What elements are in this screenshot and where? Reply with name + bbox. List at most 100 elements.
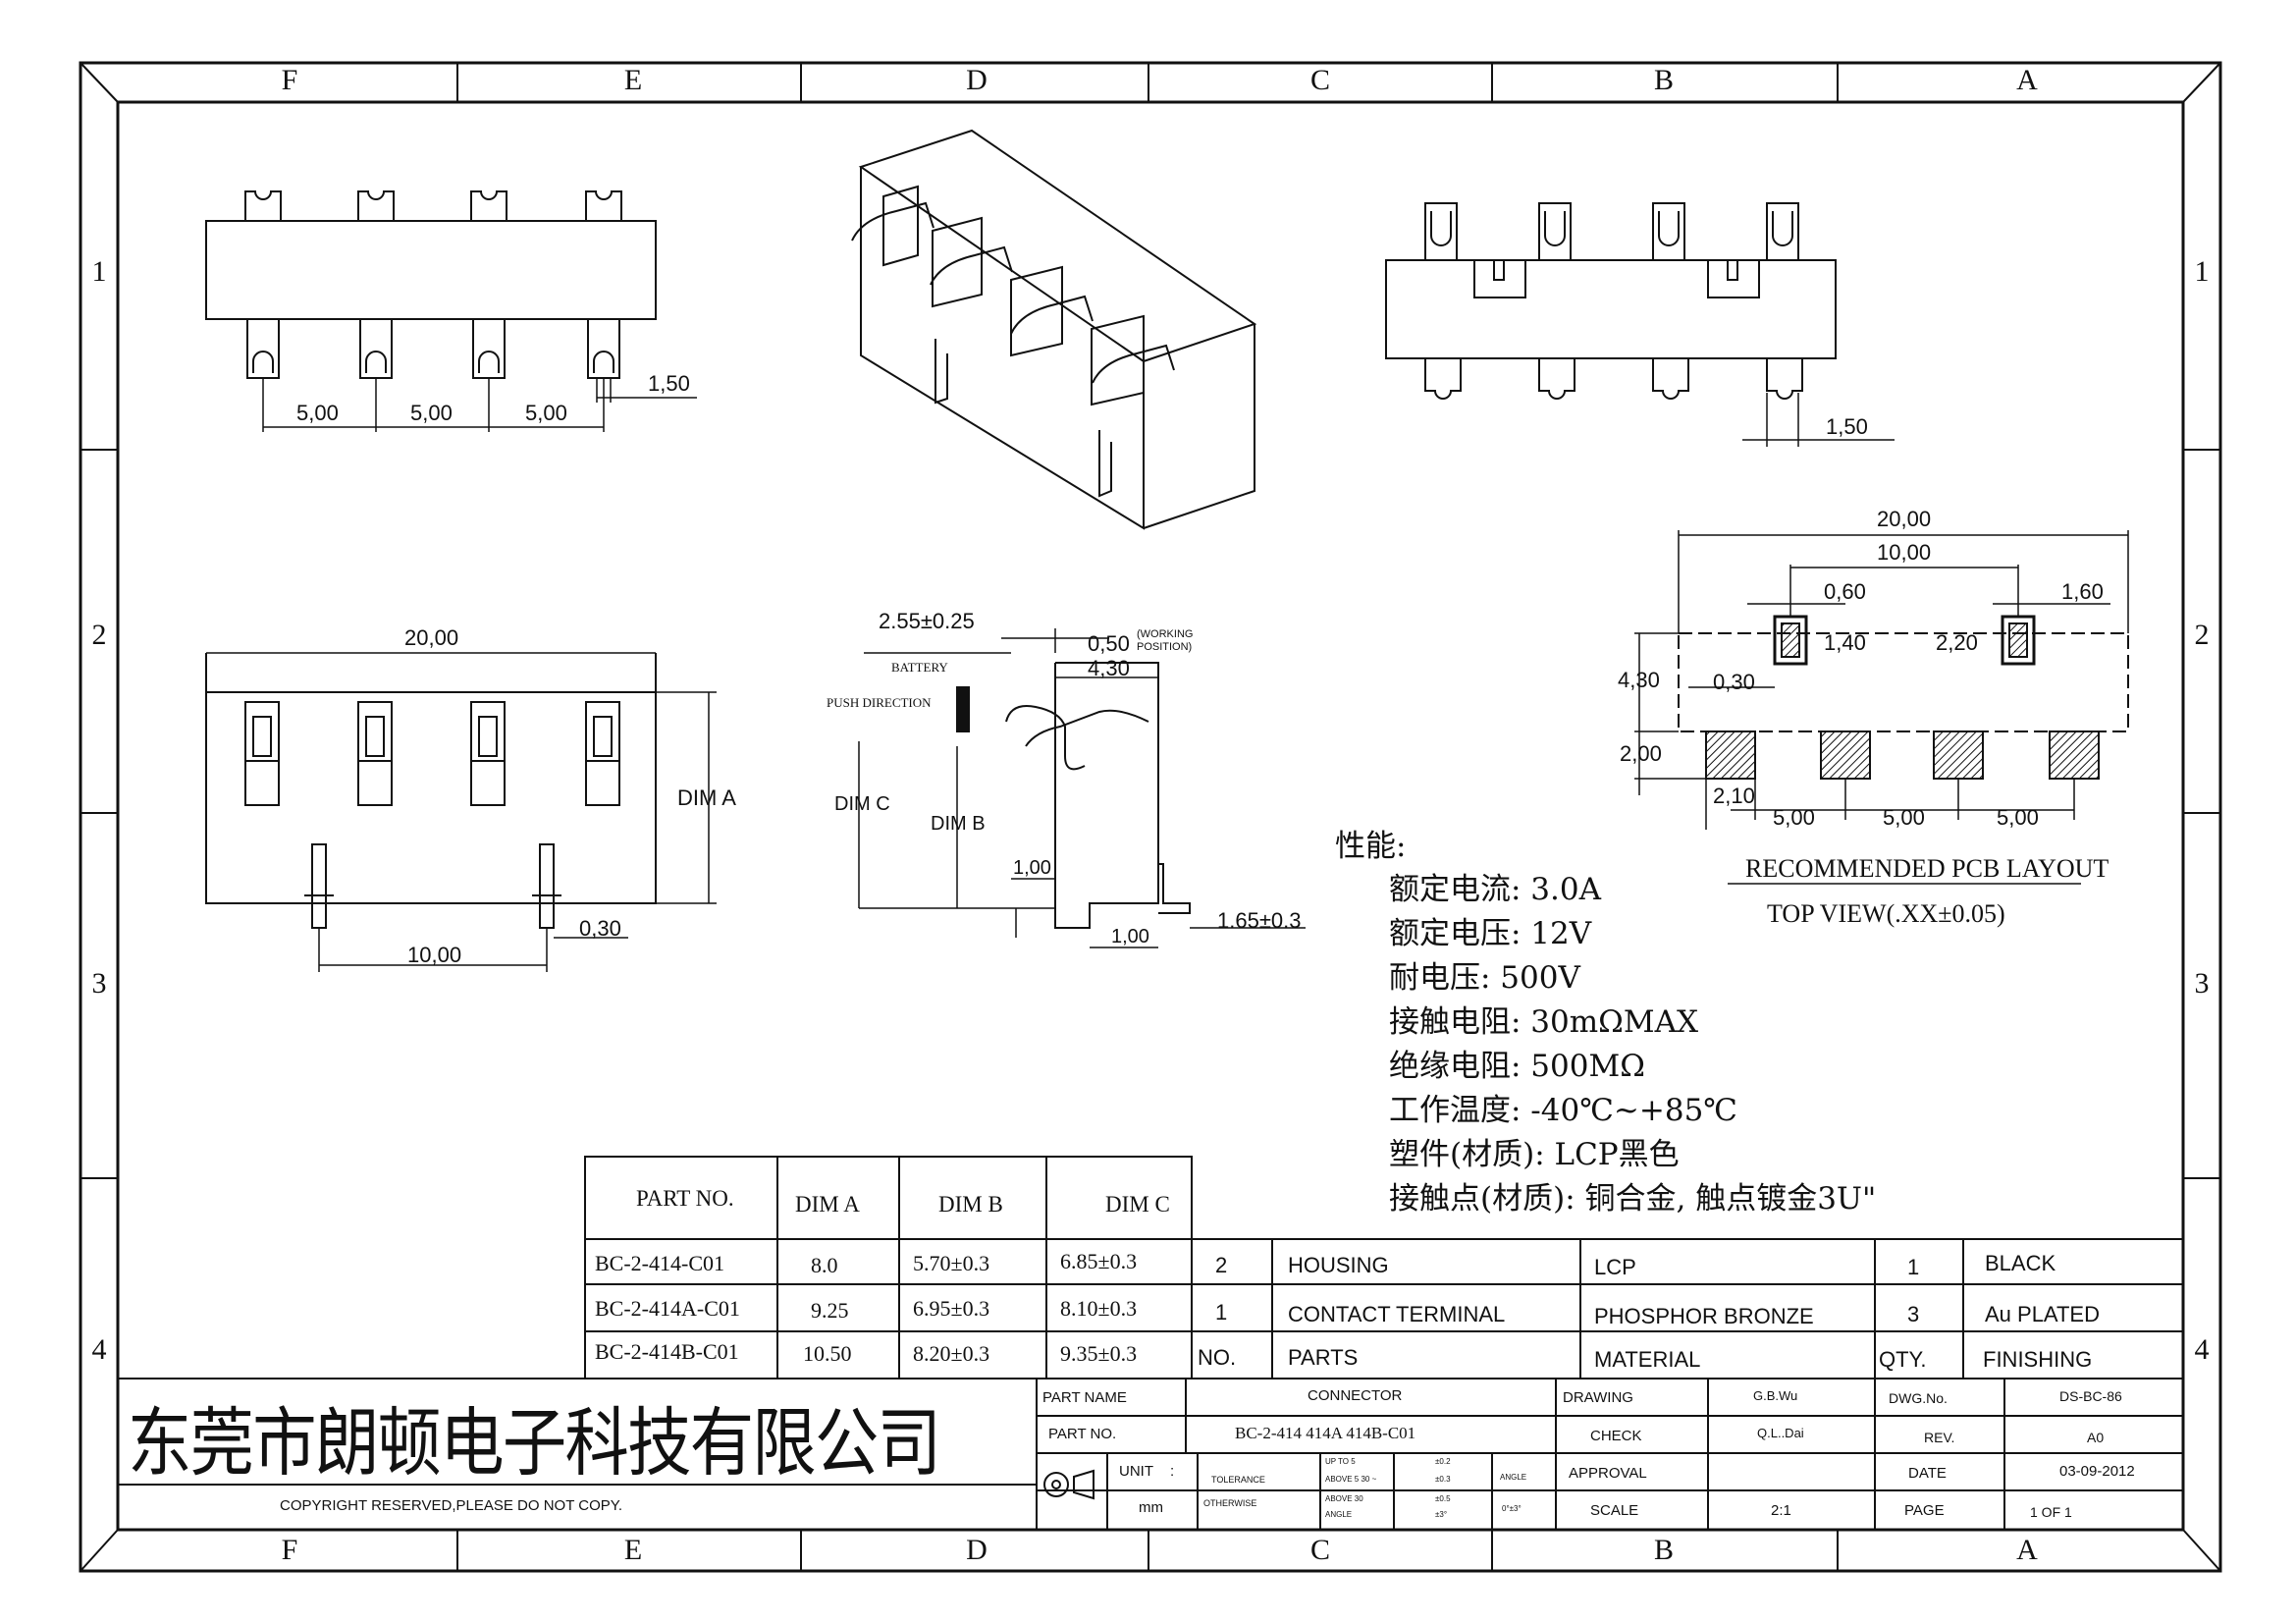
dim-table-cell: BC-2-414-C01 bbox=[595, 1251, 724, 1275]
bom-cell: 2 bbox=[1215, 1253, 1228, 1277]
sec-push: PUSH DIRECTION bbox=[827, 695, 932, 710]
zone-left-2: 2 bbox=[91, 619, 107, 651]
tol-row: ±0.5 bbox=[1435, 1494, 1451, 1503]
bom-cell: Au PLATED bbox=[1985, 1302, 2100, 1326]
zone-bottom-d: D bbox=[966, 1534, 988, 1566]
zone-left-4: 4 bbox=[91, 1333, 107, 1366]
pcb-pitch-2: 5,00 bbox=[1883, 805, 1925, 830]
unit-label: UNIT bbox=[1119, 1463, 1153, 1480]
spec-heading: 性能: bbox=[1335, 829, 1407, 864]
page-value: 1 OF 1 bbox=[2030, 1504, 2072, 1520]
tol-row: ANGLE bbox=[1325, 1510, 1353, 1519]
sec-dim-c: DIM C bbox=[834, 793, 890, 815]
drawing-label: DRAWING bbox=[1563, 1389, 1633, 1406]
pcb-overall: 20,00 bbox=[1877, 507, 1932, 531]
dim-table-cell: 8.20±0.3 bbox=[913, 1341, 990, 1366]
zone-top-b: B bbox=[1653, 64, 1674, 96]
zone-bottom-b: B bbox=[1653, 1534, 1674, 1566]
front-pin-spacing: 10,00 bbox=[407, 943, 462, 967]
bom-cell: QTY. bbox=[1879, 1347, 1927, 1372]
dim-table-cell: BC-2-414B-C01 bbox=[595, 1339, 739, 1364]
zone-top-c: C bbox=[1309, 64, 1330, 96]
side-view-body bbox=[1385, 259, 1837, 359]
part-name-label: PART NAME bbox=[1042, 1389, 1127, 1406]
dim-table-header: DIM A bbox=[795, 1192, 860, 1217]
dim-table-cell: BC-2-414A-C01 bbox=[595, 1296, 740, 1321]
bom-cell: NO. bbox=[1198, 1345, 1237, 1370]
zone-top-e: E bbox=[623, 64, 643, 96]
sec-offset: 2.55±0.25 bbox=[879, 609, 975, 633]
unit-colon: : bbox=[1170, 1463, 1175, 1480]
front-width: 20,00 bbox=[404, 625, 459, 650]
scale-label: SCALE bbox=[1590, 1502, 1639, 1519]
pcb-slot-right: 1,60 bbox=[2061, 579, 2104, 604]
pcb-title: RECOMMENDED PCB LAYOUT bbox=[1745, 854, 2109, 883]
spec-line: 耐电压: 500V bbox=[1389, 960, 1580, 996]
part-name: CONNECTOR bbox=[1308, 1387, 1403, 1404]
pcb-slot-h2: 2,20 bbox=[1936, 630, 1978, 655]
dim-right-pin-width: 1,50 bbox=[1826, 414, 1868, 439]
tol-row: ±0.2 bbox=[1435, 1457, 1451, 1466]
spec-line: 额定电流: 3.0A bbox=[1389, 872, 1601, 907]
zone-right-2: 2 bbox=[2194, 619, 2210, 651]
pcb-pad-w: 2,10 bbox=[1713, 784, 1755, 808]
copyright: COPYRIGHT RESERVED,PLEASE DO NOT COPY. bbox=[280, 1497, 622, 1514]
sec-foot: 1.65±0.3 bbox=[1217, 908, 1302, 933]
spec-line: 塑件(材质): LCP黑色 bbox=[1389, 1137, 1680, 1172]
dim-table-cell: 9.25 bbox=[811, 1298, 849, 1323]
dim-pitch-3: 5,00 bbox=[525, 401, 567, 425]
zone-bottom-f: F bbox=[281, 1534, 298, 1566]
tol-row: ABOVE 5 30 ~ bbox=[1325, 1475, 1377, 1484]
drawing-value: G.B.Wu bbox=[1753, 1388, 1798, 1403]
top-view-pins bbox=[244, 190, 622, 379]
otherwise-label: OTHERWISE bbox=[1203, 1498, 1257, 1508]
part-no-label: PART NO. bbox=[1048, 1426, 1117, 1442]
zone-bottom-e: E bbox=[623, 1534, 643, 1566]
spec-line: 工作温度: -40℃~+85℃ bbox=[1389, 1093, 1737, 1128]
iso-view bbox=[851, 129, 1257, 530]
sec-working-note-1: (WORKING bbox=[1137, 628, 1194, 640]
front-pin-width: 0,30 bbox=[579, 916, 621, 941]
pcb-pad-h: 2,00 bbox=[1620, 741, 1662, 766]
bom-cell: BLACK bbox=[1985, 1251, 2056, 1275]
bom-cell: CONTACT TERMINAL bbox=[1288, 1302, 1506, 1326]
dim-table-cell: 8.10±0.3 bbox=[1060, 1296, 1138, 1321]
bom-cell: MATERIAL bbox=[1594, 1347, 1701, 1372]
rev-value: A0 bbox=[2087, 1430, 2105, 1445]
spec-line: 绝缘电阻: 500MΩ bbox=[1389, 1049, 1645, 1084]
dim-table-cell: 6.85±0.3 bbox=[1060, 1249, 1138, 1273]
pcb-subtitle: TOP VIEW(.XX±0.05) bbox=[1767, 899, 2005, 928]
dim-table-cell: 5.70±0.3 bbox=[913, 1251, 990, 1275]
pcb-pitch-1: 5,00 bbox=[1773, 805, 1815, 830]
spec-line: 接触点(材质): 铜合金, 触点镀金3U" bbox=[1389, 1181, 1877, 1217]
sec-working-note-2: POSITION) bbox=[1137, 641, 1193, 653]
zone-top-d: D bbox=[966, 64, 988, 96]
dim-table-header: DIM B bbox=[938, 1192, 1003, 1217]
page-label: PAGE bbox=[1904, 1502, 1945, 1519]
check-value: Q.L..Dai bbox=[1757, 1426, 1804, 1440]
dim-table-header: PART NO. bbox=[636, 1186, 734, 1211]
zone-top-a: A bbox=[2016, 64, 2038, 96]
dim-table-cell: 9.35±0.3 bbox=[1060, 1341, 1138, 1366]
zone-right-3: 3 bbox=[2194, 967, 2210, 1000]
zone-top-f: F bbox=[281, 64, 298, 96]
sec-working: 0,50 bbox=[1088, 631, 1130, 656]
bom-cell: PHOSPHOR BRONZE bbox=[1594, 1304, 1814, 1328]
title-block-grid bbox=[118, 1378, 2183, 1530]
dim-table-cell: 6.95±0.3 bbox=[913, 1296, 990, 1321]
angle-value: 0°±3° bbox=[1502, 1504, 1522, 1513]
unit-value: mm bbox=[1139, 1499, 1163, 1516]
dim-pin-width: 1,50 bbox=[648, 371, 690, 396]
date-value: 03-09-2012 bbox=[2059, 1463, 2135, 1480]
sec-h1: 1,00 bbox=[1013, 857, 1051, 879]
pcb-slot-w: 0,60 bbox=[1824, 579, 1866, 604]
bom-cell: 1 bbox=[1907, 1255, 1920, 1279]
tolerance-label: TOLERANCE bbox=[1211, 1475, 1265, 1485]
tol-row: ±0.3 bbox=[1435, 1475, 1451, 1484]
pcb-depth: 4,30 bbox=[1618, 668, 1660, 692]
scale-value: 2:1 bbox=[1771, 1502, 1791, 1519]
top-view-body bbox=[205, 220, 657, 320]
zone-bottom-c: C bbox=[1309, 1534, 1330, 1566]
pcb-slot-h: 1,40 bbox=[1824, 630, 1866, 655]
